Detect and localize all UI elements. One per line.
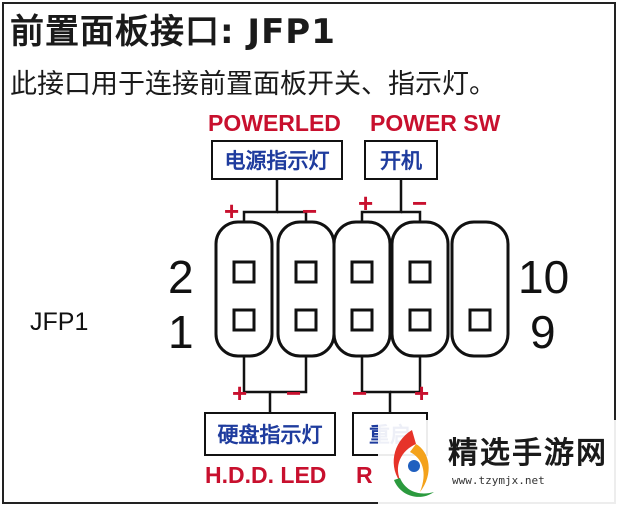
label-hdd-led: H.D.D. LED xyxy=(205,462,327,488)
polarity-hdd-minus: − xyxy=(286,378,301,408)
box-power-switch: 开机 xyxy=(364,140,438,180)
header-name-label: JFP1 xyxy=(30,308,89,336)
page-title: 前置面板接口: JFP1 xyxy=(10,12,336,52)
pin-1 xyxy=(232,308,256,332)
pin-2 xyxy=(232,260,256,284)
pin-column-1 xyxy=(214,220,274,358)
watermark: 精选手游网 www.tzymjx.net xyxy=(378,420,618,508)
label-power-sw: POWER SW xyxy=(370,110,501,136)
box-hdd-led: 硬盘指示灯 xyxy=(204,412,336,456)
pin-3 xyxy=(294,308,318,332)
pin-4 xyxy=(294,260,318,284)
polarity-power-sw-plus: + xyxy=(358,188,373,218)
polarity-power-led-minus: − xyxy=(302,196,317,226)
pin-8 xyxy=(408,260,432,284)
watermark-logo-icon xyxy=(393,430,434,497)
diagram-frame xyxy=(2,2,616,504)
pin-number-2: 2 xyxy=(168,251,194,303)
polarity-power-led-plus: + xyxy=(224,196,239,226)
pin-column-4 xyxy=(390,220,450,358)
pin-5 xyxy=(350,308,374,332)
pin-7 xyxy=(408,308,432,332)
pins xyxy=(232,260,492,332)
pin-number-1: 1 xyxy=(168,306,194,358)
pin-number-9: 9 xyxy=(530,306,556,358)
polarity-hdd-plus: + xyxy=(232,378,247,408)
polarity-reset-minus: − xyxy=(352,378,367,408)
pin-column-3 xyxy=(332,220,392,358)
header-columns xyxy=(214,220,510,358)
box-power-led: 电源指示灯 xyxy=(211,140,343,180)
polarity-reset-plus: + xyxy=(414,378,429,408)
polarity-power-sw-minus: − xyxy=(412,188,427,218)
pin-number-10: 10 xyxy=(518,251,570,303)
watermark-url: www.tzymjx.net xyxy=(452,474,545,487)
pin-9 xyxy=(468,308,492,332)
watermark-text: 精选手游网 xyxy=(448,436,608,471)
label-reset: R xyxy=(356,462,373,488)
label-powerled: POWERLED xyxy=(208,110,341,136)
pin-column-2 xyxy=(276,220,336,358)
polarity-marks: + − + − + − − + xyxy=(224,188,429,408)
pin-6 xyxy=(350,260,374,284)
page-subtitle: 此接口用于连接前置面板开关、指示灯。 xyxy=(10,69,496,100)
pin-column-5 xyxy=(450,220,510,358)
